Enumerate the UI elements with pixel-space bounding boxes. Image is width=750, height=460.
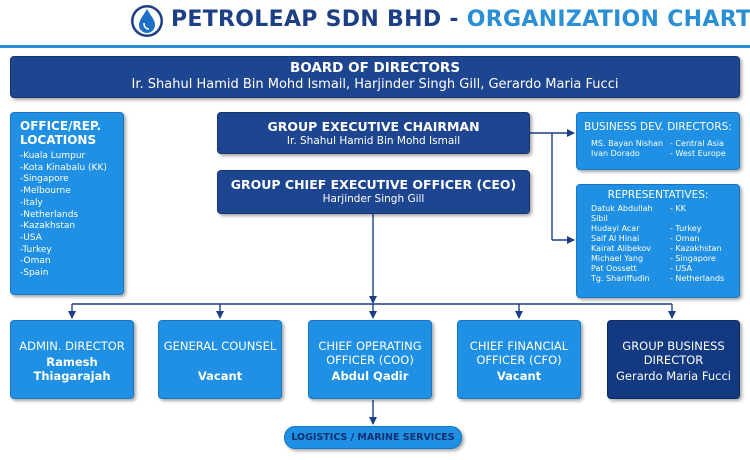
person-name: Datuk Abdullah bbox=[591, 204, 653, 213]
person-name: Ivan Dorado bbox=[591, 149, 640, 158]
chart-title: ORGANIZATION CHART bbox=[466, 7, 750, 32]
person-location: - USA bbox=[670, 264, 692, 273]
person-location: - Netherlands bbox=[670, 274, 725, 283]
gec-title: GROUP EXECUTIVE CHAIRMAN bbox=[267, 119, 480, 134]
list-item: -Turkey bbox=[20, 244, 52, 255]
list-item: -Italy bbox=[20, 197, 43, 208]
header: PETROLEAP SDN BHD - ORGANIZATION CHART bbox=[0, 0, 750, 48]
representatives-list: Datuk Abdullah - KK Sibil Hudayi Acar - Tu… bbox=[577, 204, 739, 284]
person-name: Pat Oossett bbox=[591, 264, 637, 273]
list-item: Kairat Alibekov - Kazakhstan bbox=[577, 244, 739, 254]
person-location: - Central Asia bbox=[670, 139, 724, 148]
department-title: CHIEF OPERATING OFFICER (COO) bbox=[318, 339, 422, 367]
board-of-directors-box: BOARD OF DIRECTORS Ir. Shahul Hamid Bin … bbox=[10, 56, 740, 98]
department-title: CHIEF FINANCIAL OFFICER (CFO) bbox=[469, 339, 569, 367]
ceo-box: GROUP CHIEF EXECUTIVE OFFICER (CEO) Harj… bbox=[217, 170, 530, 214]
droplet-icon bbox=[131, 5, 163, 37]
business-dev-title: BUSINESS DEV. DIRECTORS: bbox=[584, 121, 732, 133]
list-item: -USA bbox=[20, 232, 42, 243]
group-executive-chairman-box: GROUP EXECUTIVE CHAIRMAN Ir. Shahul Hami… bbox=[217, 112, 530, 154]
board-members: Ir. Shahul Hamid Bin Mohd Ismail, Harjin… bbox=[131, 77, 619, 92]
list-item: Pat Oossett - USA bbox=[577, 264, 739, 274]
person-name: Kairat Alibekov bbox=[591, 244, 651, 253]
person-name: Tg. Shariffudin bbox=[591, 274, 650, 283]
cfo-box: CHIEF FINANCIAL OFFICER (CFO) Vacant bbox=[457, 320, 581, 399]
admin-director-box: ADMIN. DIRECTOR Ramesh Thiagarajah bbox=[10, 320, 134, 399]
list-item: -Kota Kinabalu (KK) bbox=[20, 162, 107, 173]
header-rule bbox=[0, 45, 750, 48]
department-title: ADMIN. DIRECTOR bbox=[19, 339, 125, 353]
page-title: PETROLEAP SDN BHD - ORGANIZATION CHART bbox=[171, 7, 750, 32]
person-name: Sibil bbox=[591, 214, 608, 223]
group-business-director-box: GROUP BUSINESS DIRECTOR Gerardo Maria Fu… bbox=[607, 320, 740, 399]
general-counsel-box: GENERAL COUNSEL Vacant bbox=[158, 320, 282, 399]
list-item: -Singapore bbox=[20, 174, 69, 185]
list-item: Saif Al Hinai - Oman bbox=[577, 234, 739, 244]
person-name: Hudayi Acar bbox=[591, 224, 640, 233]
representatives-title: REPRESENTATIVES: bbox=[607, 189, 709, 201]
board-title: BOARD OF DIRECTORS bbox=[289, 60, 461, 76]
gec-name: Ir. Shahul Hamid Bin Mohd Ismail bbox=[286, 135, 461, 147]
ceo-title: GROUP CHIEF EXECUTIVE OFFICER (CEO) bbox=[230, 177, 517, 192]
person-name: Saif Al Hinai bbox=[591, 234, 640, 243]
business-dev-directors-box: BUSINESS DEV. DIRECTORS: MS. Bayan Nisha… bbox=[576, 112, 740, 170]
list-item: MS. Bayan Nishan - Central Asia bbox=[577, 139, 739, 149]
company-name: PETROLEAP SDN BHD bbox=[171, 7, 442, 32]
office-locations-title: OFFICE/REP. LOCATIONS bbox=[20, 119, 102, 147]
office-locations-list: -Kuala Lumpur -Kota Kinabalu (KK) -Singa… bbox=[20, 151, 123, 280]
person-location: - Singapore bbox=[670, 254, 716, 263]
person-location: - West Europe bbox=[670, 149, 726, 158]
list-item: Ivan Dorado - West Europe bbox=[577, 149, 739, 159]
list-item: Datuk Abdullah - KK bbox=[577, 204, 739, 214]
person-location: - Oman bbox=[670, 234, 700, 243]
department-person: Ramesh Thiagarajah bbox=[33, 355, 111, 383]
list-item: -Spain bbox=[20, 268, 49, 279]
list-item: -Kazakhstan bbox=[20, 221, 76, 232]
list-item: Tg. Shariffudin - Netherlands bbox=[577, 274, 739, 284]
representatives-box: REPRESENTATIVES: Datuk Abdullah - KK Sibi… bbox=[576, 184, 740, 298]
list-item: -Kuala Lumpur bbox=[20, 151, 86, 161]
department-person: Abdul Qadir bbox=[331, 369, 409, 383]
department-title: GROUP BUSINESS DIRECTOR bbox=[622, 339, 725, 367]
list-item: -Netherlands bbox=[20, 209, 79, 220]
list-item: Sibil bbox=[577, 214, 739, 224]
title-separator: - bbox=[449, 7, 459, 32]
department-title: GENERAL COUNSEL bbox=[163, 339, 277, 353]
department-person: Gerardo Maria Fucci bbox=[616, 369, 731, 383]
list-item: -Oman bbox=[20, 256, 51, 267]
logistics-marine-box: LOGISTICS / MARINE SERVICES bbox=[284, 426, 462, 449]
person-location: - Turkey bbox=[670, 224, 702, 233]
coo-box: CHIEF OPERATING OFFICER (COO) Abdul Qadi… bbox=[308, 320, 432, 399]
person-name: MS. Bayan Nishan bbox=[591, 139, 664, 148]
business-dev-list: MS. Bayan Nishan - Central Asia Ivan Dor… bbox=[577, 139, 739, 159]
office-locations-box: OFFICE/REP. LOCATIONS -Kuala Lumpur -Kot… bbox=[10, 112, 124, 295]
person-location: - KK bbox=[670, 204, 686, 213]
list-item: Michael Yang - Singapore bbox=[577, 254, 739, 264]
logistics-title: LOGISTICS / MARINE SERVICES bbox=[291, 432, 455, 443]
person-name: Michael Yang bbox=[591, 254, 644, 263]
department-person: Vacant bbox=[197, 369, 243, 383]
list-item: Hudayi Acar - Turkey bbox=[577, 224, 739, 234]
list-item: -Melbourne bbox=[20, 186, 71, 197]
person-location: - Kazakhstan bbox=[670, 244, 722, 253]
department-person: Vacant bbox=[496, 369, 542, 383]
ceo-name: Harjinder Singh Gill bbox=[322, 193, 425, 205]
